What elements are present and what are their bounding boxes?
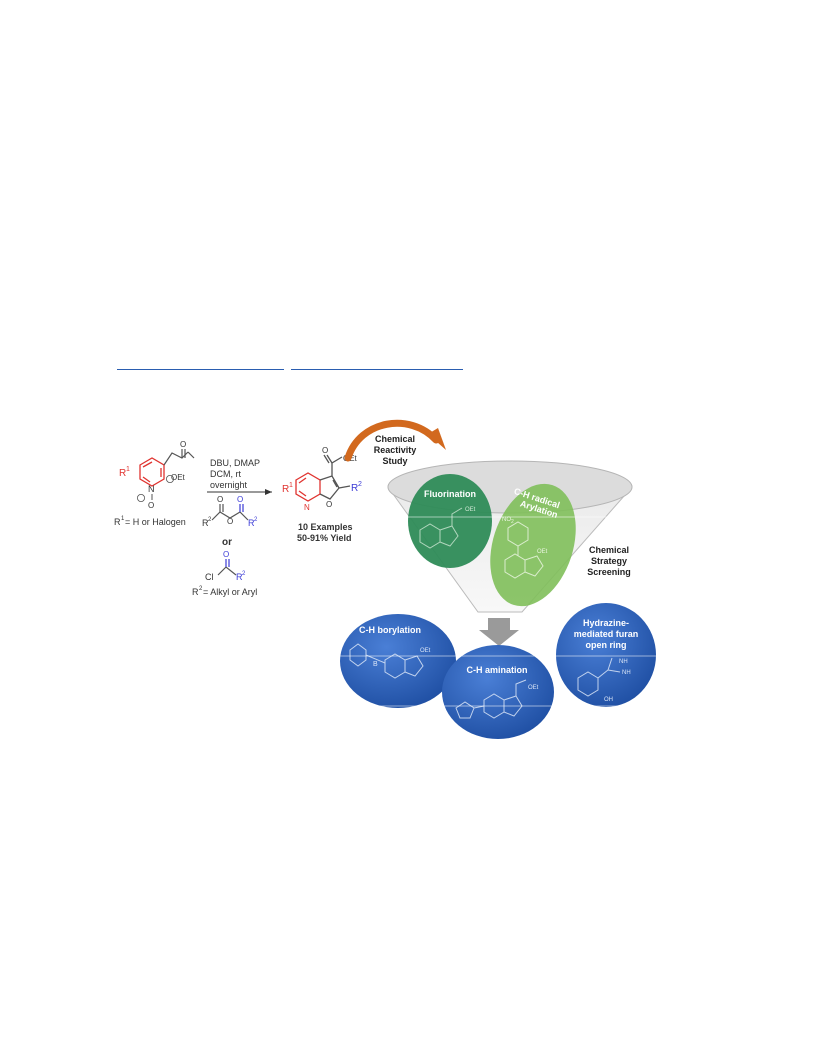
product-furan-o: O — [326, 500, 332, 509]
borylation-label: C-H borylation — [359, 625, 421, 635]
amination-ester: OEt — [528, 685, 539, 691]
r2-definition: = Alkyl or Aryl — [203, 587, 257, 597]
anhydride-r2-right-sup: 2 — [254, 517, 258, 523]
hydrazine-label-1: Hydrazine- — [583, 618, 629, 628]
carbonyl-o: O — [180, 440, 186, 449]
product-r2: R — [351, 483, 358, 494]
r1-def-sup: 1 — [121, 516, 125, 522]
product-furan-ring — [319, 475, 340, 500]
r2-def-r: R — [192, 587, 199, 597]
or-label: or — [222, 537, 232, 548]
screening-label-1: Chemical — [589, 545, 629, 555]
hydrazine-label-2: mediated furan — [574, 629, 639, 639]
product-pyridine-n: N — [304, 503, 310, 512]
pyridine-ring — [139, 457, 165, 487]
reactivity-arrow-head-icon — [428, 428, 446, 450]
fluorination-label: Fluorination — [424, 489, 476, 499]
reactivity-label-1: Chemical — [375, 434, 415, 444]
minus-charge-icon — [136, 493, 145, 502]
reactivity-label-2: Reactivity — [374, 445, 417, 455]
arylation-ester: OEt — [537, 549, 548, 555]
acid-chloride-o: O — [223, 550, 229, 559]
examples-count: 10 Examples — [298, 522, 353, 532]
hydrazine-circle — [556, 603, 656, 707]
amination-circle — [442, 645, 554, 739]
link-underline-1[interactable] — [117, 369, 284, 370]
product-r2-sup: 2 — [358, 481, 362, 488]
anhydride-o-right: O — [237, 495, 243, 504]
link-underline-2[interactable] — [291, 369, 463, 370]
acid-chloride — [217, 559, 237, 576]
borylation-ester: OEt — [420, 648, 431, 654]
down-arrow-icon — [479, 618, 519, 646]
product-r1-sup: 1 — [289, 482, 293, 489]
hydrazine-nh-1: NH — [619, 659, 628, 665]
anhydride-o-bridge: O — [227, 517, 233, 526]
ester-label: OEt — [171, 473, 186, 482]
acid-chloride-r2: R — [236, 572, 243, 582]
acid-chloride-r2-sup: 2 — [242, 571, 246, 577]
product-structure — [295, 454, 351, 502]
r1-def-r: R — [114, 517, 121, 527]
fluorination-ester: OEt — [465, 507, 476, 513]
anhydride-r2-right: R — [248, 518, 255, 528]
n-oxide-n: N — [148, 484, 155, 494]
product-pyridine-ring — [295, 472, 321, 502]
hydrazine-oh: OH — [604, 697, 613, 703]
reactivity-arrow — [344, 419, 440, 462]
yield-range: 50-91% Yield — [297, 533, 352, 543]
conditions-line-3: overnight — [210, 480, 248, 490]
product-r1: R — [282, 484, 289, 495]
no2-sub: 2 — [511, 519, 514, 525]
conditions-line-1: DBU, DMAP — [210, 458, 260, 468]
borylation-circle — [340, 614, 456, 708]
anhydride — [211, 504, 249, 521]
screening-label-2: Strategy — [591, 556, 627, 566]
anhydride-r2-left-sup: 2 — [208, 517, 212, 523]
boron-label: B — [373, 661, 378, 668]
fluorination-ellipse — [408, 474, 492, 568]
no2-label: NO — [502, 517, 511, 523]
r2-def-sup: 2 — [199, 586, 203, 592]
product-carbonyl-o: O — [322, 446, 328, 455]
anhydride-o-left: O — [217, 495, 223, 504]
conditions-line-2: DCM, rt — [210, 469, 241, 479]
plus-charge-icon — [165, 474, 174, 483]
arylation-structure — [504, 521, 544, 579]
fluorination-structure — [419, 507, 463, 549]
chlorine-label: Cl — [205, 572, 214, 582]
anhydride-r2-left: R — [202, 518, 209, 528]
r1-label-sm: R — [119, 468, 126, 479]
hydrazine-structure — [577, 657, 621, 697]
reactivity-label-3: Study — [382, 456, 407, 466]
amination-label: C-H amination — [466, 665, 527, 675]
r1-definition: = H or Halogen — [125, 517, 186, 527]
hydrazine-label-3: open ring — [586, 640, 627, 650]
starting-material — [139, 457, 165, 487]
ester-chain — [163, 449, 195, 466]
screening-label-3: Screening — [587, 567, 631, 577]
hydrazine-nh-2: NH — [622, 670, 631, 676]
r1-sup-sm: 1 — [126, 466, 130, 473]
n-oxide-o: O — [148, 501, 154, 510]
